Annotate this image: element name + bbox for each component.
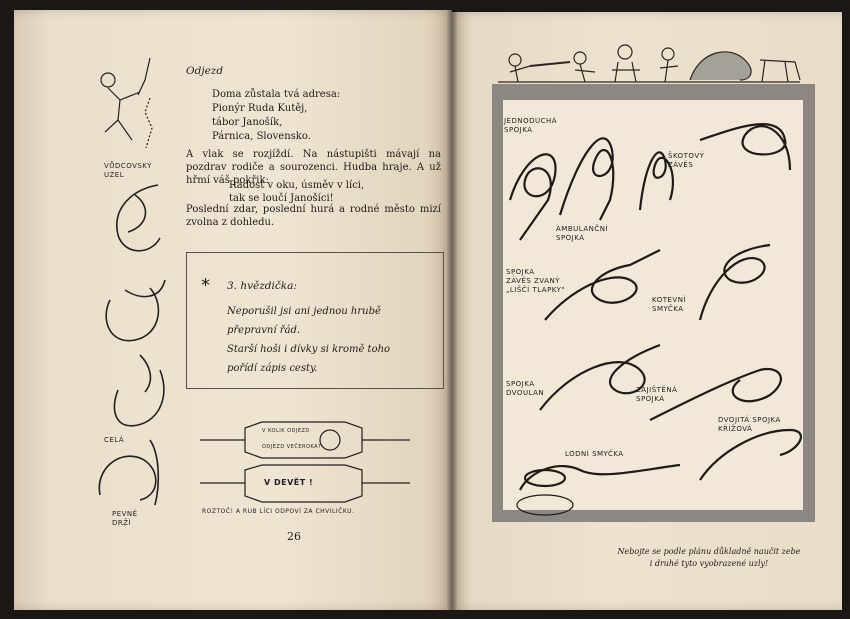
- rotating-card-bottom: [200, 464, 410, 503]
- knot-drawings: [508, 123, 802, 516]
- caption-line: i druhé tyto vyobrazené uzly!: [649, 559, 769, 568]
- address-block: Doma zůstala tvá adresa: Pionýr Ruda Kut…: [212, 88, 340, 144]
- label-kotevni-smycka: KOTEVNÍ SMYČKA: [652, 296, 687, 313]
- address-line: Doma zůstala tvá adresa:: [212, 89, 341, 100]
- paragraph-farewell: Poslední zdar, poslední hurá a rodné měs…: [186, 204, 441, 228]
- left-page: [14, 10, 452, 610]
- box-lines: Neporušil jsi ani jednou hrubě přepravní…: [227, 302, 390, 378]
- label-vudcovsky-uzel: VŮDCOVSKÝ UZEL: [104, 162, 152, 179]
- star-icon: *: [201, 275, 210, 296]
- poem: Radost v oku, úsměv v líci, tak se loučí…: [229, 179, 364, 205]
- caption-line: Nebojte se podle plánu důkladně naučit z…: [617, 547, 801, 556]
- label-roztoc: ROZTOČ! A RUB LÍCI ODPOVÍ ZA CHVILIČKU.: [202, 508, 355, 515]
- page-number: 26: [287, 530, 301, 543]
- box-line: Starší hoši i dívky si kromě toho: [227, 344, 391, 355]
- label-jednoducha-spojka: JEDNODUCHÁ SPOJKA: [504, 117, 558, 134]
- card-bottom-text: V DEVĚT !: [264, 478, 314, 487]
- section-title: Odjezd: [186, 65, 224, 77]
- star-task-box: * 3. hvězdička: Neporušil jsi ani jednou…: [186, 252, 444, 389]
- label-spojka-zaves: SPOJKA ZÁVĚS ZVANÝ „LIŠČÍ TLAPKY": [506, 268, 566, 294]
- label-lodni-smycka: LODNÍ SMYČKA: [565, 450, 624, 458]
- label-skotovy-zaves: ŠKOTOVÝ ZÁVĚS: [668, 152, 705, 169]
- box-title: 3. hvězdička:: [227, 280, 297, 292]
- label-ambulancni-spojka: AMBULANČNÍ SPOJKA: [556, 225, 609, 242]
- address-line: tábor Janošík,: [212, 117, 283, 128]
- box-line: Neporušil jsi ani jednou hrubě: [227, 306, 381, 317]
- climber-illustration: [100, 57, 153, 149]
- poem-line: tak se loučí Janošíci!: [229, 193, 334, 204]
- box-line: pořídí zápis cesty.: [227, 363, 318, 374]
- label-dvojita-spojka: DVOJITÁ SPOJKA KŘÍŽOVÁ: [718, 416, 781, 433]
- card-top-text-1: V KOLIK ODJEZD: [262, 428, 310, 434]
- rotating-card-top: [200, 421, 410, 459]
- book-spine: [447, 10, 457, 610]
- label-zajistena-spojka: ZAJIŠTĚNÁ SPOJKA: [636, 386, 678, 403]
- box-line: přepravní řád.: [227, 325, 301, 336]
- illustration-caption: Nebojte se podle plánu důkladně naučit z…: [598, 546, 820, 570]
- label-spojka-dvoulan: SPOJKA DVOULAN: [506, 380, 545, 397]
- paragraph-departure: A vlak se rozjíždí. Na nástupišti mávají…: [186, 149, 441, 186]
- knot-sketch-2: [105, 279, 166, 342]
- top-frieze-figures: [498, 44, 801, 83]
- card-top-text-2: ODJEZD VEČEROKA?: [262, 444, 322, 450]
- knot-sketch-4: [98, 439, 160, 506]
- address-line: Pionýr Ruda Kutěj,: [212, 103, 308, 114]
- address-line: Párnica, Slovensko.: [212, 131, 311, 142]
- label-cela: CELÁ: [104, 436, 125, 444]
- knot-sketch-3: [113, 354, 165, 427]
- label-pevne-drzi: PEVNĚ DRŽÍ: [112, 510, 138, 527]
- poem-line: Radost v oku, úsměv v líci,: [229, 180, 365, 191]
- knot-sketch-1: [116, 184, 161, 252]
